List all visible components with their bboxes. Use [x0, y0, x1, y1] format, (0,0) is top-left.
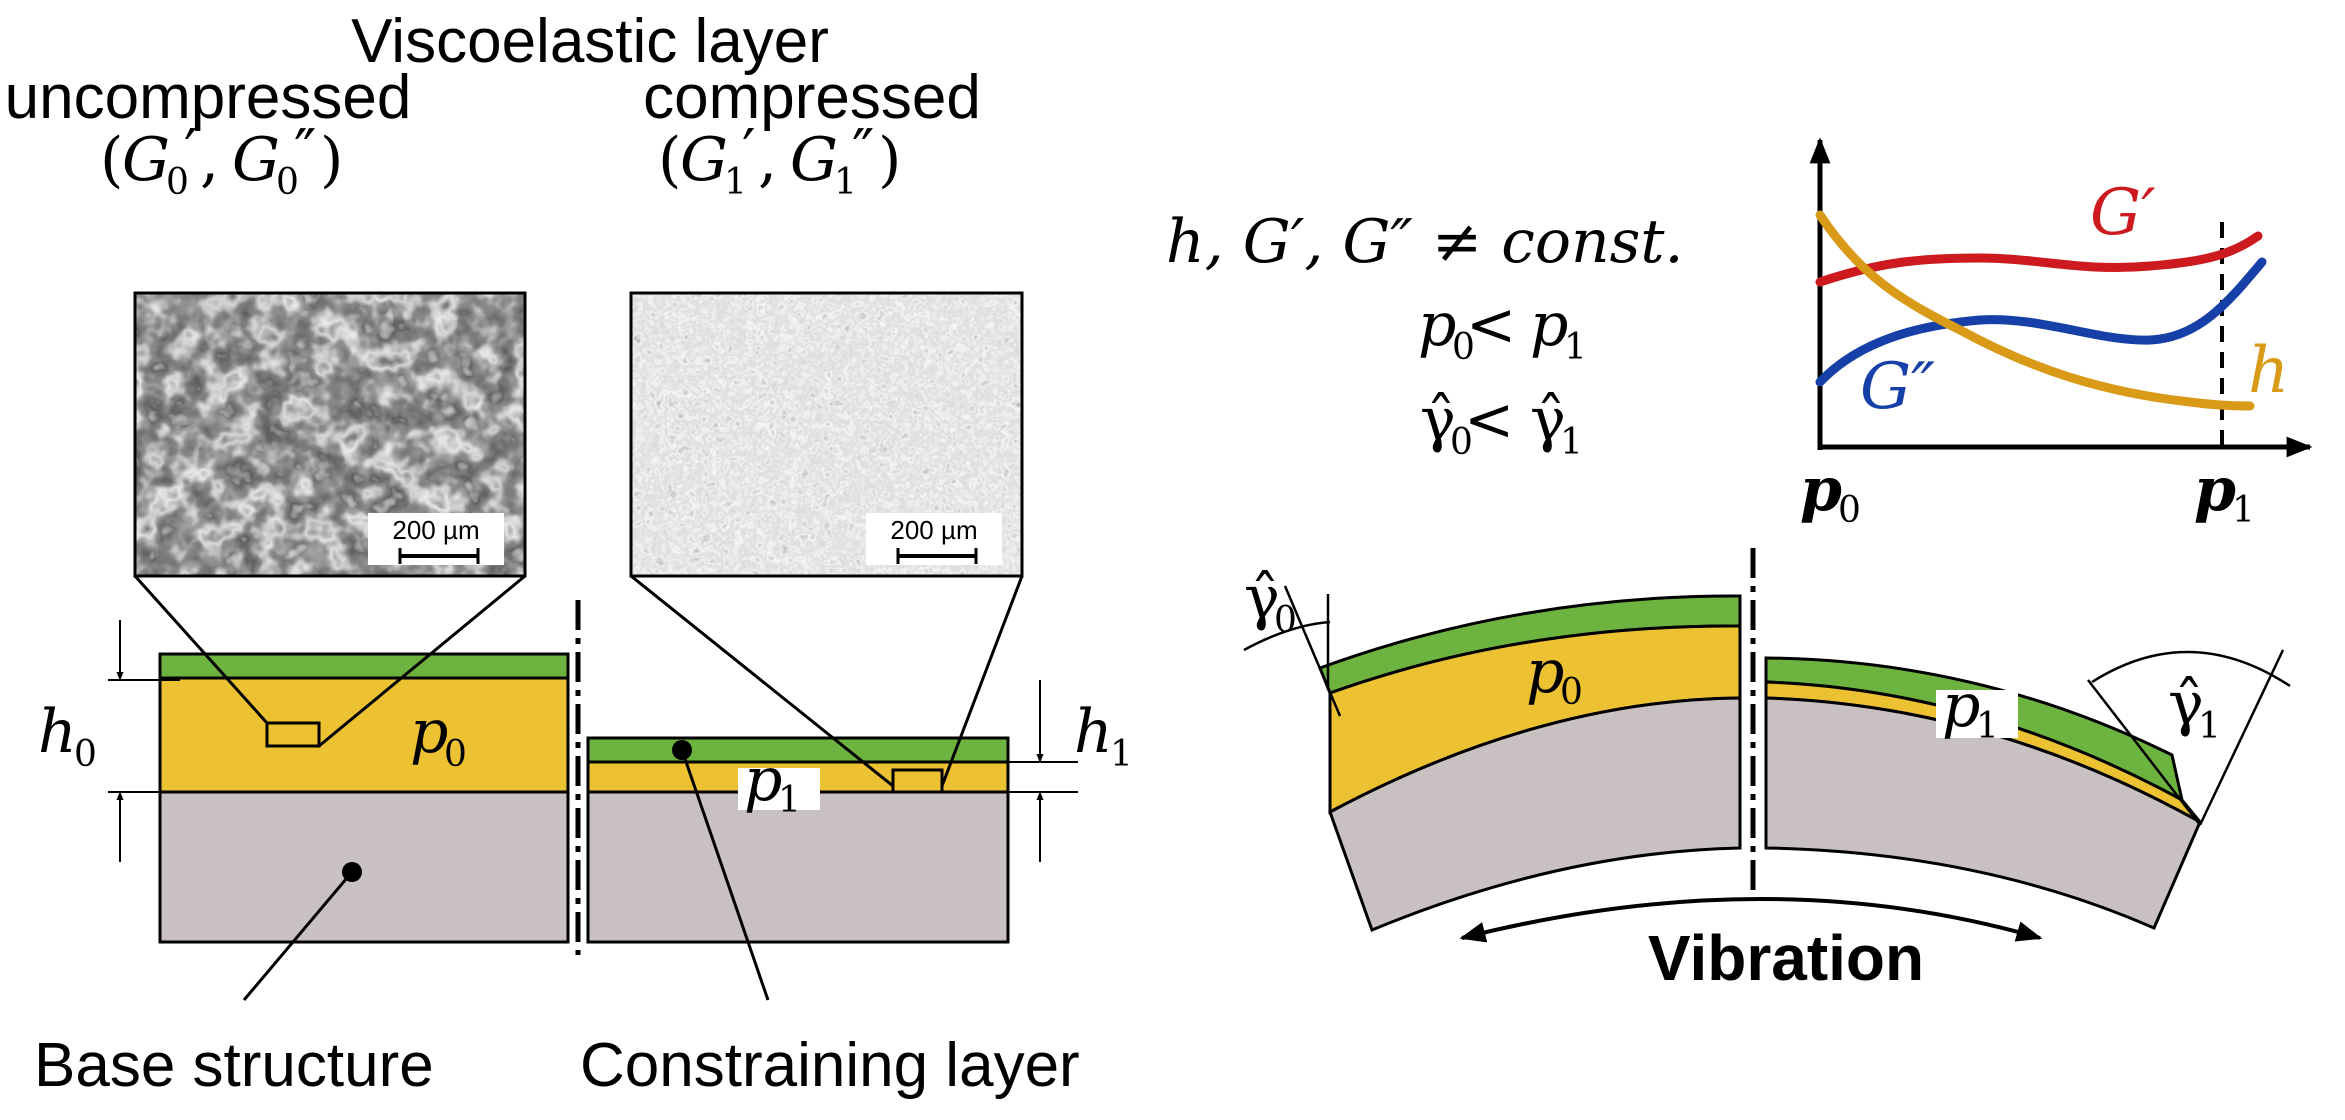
p1-bent-subscript: 1 [1976, 706, 1999, 747]
angle-reference-line [2087, 679, 2201, 826]
prime-mark: ′ [184, 117, 198, 187]
pointer-line [242, 871, 354, 1001]
paren-close: ) [320, 125, 343, 195]
G-symbol: G [790, 125, 838, 195]
micrograph-compressed: 200 µm [629, 291, 1024, 578]
p1-label-box [738, 768, 820, 810]
zoom-box [265, 721, 321, 748]
label-compressed: compressed [643, 63, 981, 132]
gamma0-symbol: γ̂ [1244, 563, 1280, 633]
constraining-layer-label: Constraining layer [580, 1031, 1080, 1100]
G-symbol: G [680, 125, 728, 195]
paren-open: ( [100, 125, 123, 195]
separator: , [758, 125, 777, 195]
separator: , [200, 125, 219, 195]
gamma0-subscript: 0 [1274, 600, 1297, 641]
h0-symbol: h [38, 697, 77, 767]
relation-p-sub0: 0 [1452, 327, 1475, 368]
double-prime-mark: ″ [852, 117, 874, 187]
h0-subscript: 0 [74, 734, 97, 775]
x-tick-p1: p [2194, 455, 2236, 525]
property-graph: G′ G″ h p 0 p 1 [1800, 137, 2313, 531]
title-viscoelastic-layer: Viscoelastic layer [351, 7, 829, 76]
x-tick-p0: p [1800, 455, 1842, 525]
angle-rotated-line [2198, 649, 2285, 826]
G-symbol: G [232, 125, 280, 195]
scale-bar-label: 200 µm [890, 515, 977, 545]
p1-bent-label-box [1936, 690, 2018, 738]
subscript-1: 1 [724, 162, 747, 203]
pointer-line [680, 749, 770, 1001]
vibration-label: Vibration [1648, 922, 1924, 994]
double-prime-mark: ″ [294, 117, 316, 187]
h1-subscript: 1 [1110, 734, 1133, 775]
p1-bent-label: p [1942, 671, 1980, 741]
bent-beam: γ̂ 0 γ̂ 1 p 0 p 1 Vibration [1243, 548, 2291, 994]
zoom-line [630, 574, 894, 788]
p0-bent-subscript: 0 [1560, 672, 1583, 713]
p0-subscript: 0 [444, 734, 467, 775]
paren-open: ( [658, 125, 681, 195]
legend-G-double-prime: G″ [1860, 350, 1935, 424]
inequality-const: h, G′, G″ ≠ const. [1166, 207, 1684, 277]
relation-gamma-symbol: γ̂ [1420, 385, 1456, 455]
constraining-layer-strip [158, 652, 570, 680]
relation-p-symbol: p [1530, 290, 1568, 360]
gamma1-symbol: γ̂ [2168, 669, 2204, 739]
angle-rotated-line [1283, 585, 1342, 717]
base-structure-bent-right [1764, 696, 2202, 930]
curve-h [1815, 210, 2255, 411]
label-uncompressed: uncompressed [5, 63, 412, 132]
relation-gamma-sub1: 1 [1560, 422, 1583, 463]
relation-p-sub1: 1 [1564, 327, 1587, 368]
curve-G-double-prime [1815, 257, 2267, 387]
angle-arc [2091, 650, 2291, 688]
zoom-box [891, 768, 944, 794]
subscript-0: 0 [166, 162, 189, 203]
G-symbol: G [122, 125, 170, 195]
subscript-0: 0 [276, 162, 299, 203]
x-tick-p1-sub: 1 [2232, 490, 2255, 531]
base-structure-block [586, 790, 1010, 944]
p0-label: p [410, 697, 448, 767]
cross-section-compressed: h 1 p 1 Constraining layer [580, 574, 1133, 1100]
base-structure-block [158, 790, 570, 944]
vibration-arrow [1459, 897, 2043, 943]
relation-less-than: < [1466, 290, 1516, 360]
relation-gamma-sub0: 0 [1450, 422, 1473, 463]
relation-gamma-symbol: γ̂ [1530, 385, 1566, 455]
relation-less-than: < [1464, 385, 1514, 455]
micrograph-uncompressed: 200 µm [133, 291, 527, 578]
base-structure-bent-left [1328, 696, 1742, 932]
gamma1-subscript: 1 [2198, 706, 2221, 747]
zoom-line [940, 575, 1024, 787]
p0-bent-label: p [1526, 637, 1564, 707]
p1-subscript: 1 [778, 780, 801, 821]
p1-label: p [744, 745, 782, 815]
subscript-1: 1 [834, 162, 857, 203]
curve-G-prime [1815, 231, 2263, 287]
params-compressed: ( G 1 ′ , G 1 ″ ) [658, 117, 901, 203]
scale-bar-label: 200 µm [392, 515, 479, 545]
angle-arc [1243, 620, 1331, 652]
header: Viscoelastic layer uncompressed compress… [5, 7, 981, 203]
legend-G-prime: G′ [2090, 176, 2156, 250]
x-tick-p0-sub: 0 [1838, 490, 1861, 531]
base-structure-label: Base structure [34, 1031, 434, 1100]
zoom-line [133, 574, 269, 725]
constraining-layer-strip [586, 736, 1010, 764]
viscoelastic-layer-thick [158, 676, 570, 794]
zoom-line [318, 574, 526, 748]
image-frame [629, 291, 1024, 578]
paren-close: ) [878, 125, 901, 195]
relation-p-symbol: p [1418, 290, 1456, 360]
legend-h: h [2248, 334, 2289, 408]
h1-symbol: h [1074, 697, 1113, 767]
relations: h, G′, G″ ≠ const. p 0 < p 1 γ̂ 0 < p γ̂… [1166, 207, 1684, 463]
params-uncompressed: ( G 0 ′ , G 0 ″ ) [100, 117, 343, 203]
prime-mark: ′ [742, 117, 756, 187]
cross-section-uncompressed: h 0 p 0 Base structure [34, 574, 570, 1100]
image-frame [133, 291, 527, 578]
